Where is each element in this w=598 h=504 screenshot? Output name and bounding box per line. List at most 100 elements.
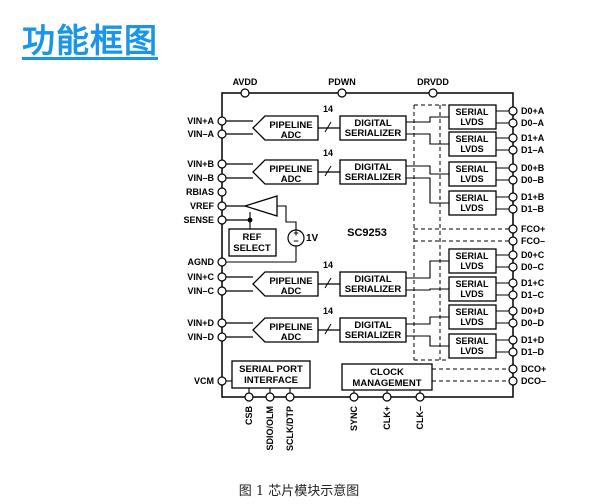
pin-vref	[217, 201, 227, 211]
pin-label-d0-a: D0–A	[521, 118, 545, 128]
pin-avdd	[240, 88, 250, 98]
svg-text:LVDS: LVDS	[460, 117, 483, 127]
svg-text:PIPELINE: PIPELINE	[269, 276, 312, 287]
pin-label-d0-a: D0+A	[521, 106, 545, 116]
svg-text:DIGITAL: DIGITAL	[354, 162, 391, 173]
figure-caption: 图 1 芯片模块示意图	[238, 484, 360, 499]
svg-text:LVDS: LVDS	[460, 289, 483, 299]
pin-agnd	[217, 257, 227, 267]
pin-label-vin-b: VIN–B	[187, 173, 214, 183]
pin-label-d0-b: D0–B	[521, 175, 545, 185]
svg-text:ADC: ADC	[281, 332, 302, 343]
pin-d0-c	[508, 250, 518, 260]
pin-label-d1-d: D1–D	[521, 347, 545, 357]
pin-label-d0-c: D0–C	[521, 262, 545, 272]
pin-dco	[508, 364, 518, 374]
pin-d1-c	[508, 290, 518, 300]
svg-text:14: 14	[323, 260, 333, 270]
pin-sdio-olm	[265, 392, 275, 402]
control-blocks: SERIAL PORT INTERFACE CLOCK MANAGEMENT	[222, 360, 433, 397]
svg-text:SERIALIZER: SERIALIZER	[345, 172, 402, 183]
pin-d1-a	[508, 145, 518, 155]
pin-vin-a	[217, 129, 227, 139]
svg-text:PIPELINE: PIPELINE	[269, 322, 312, 333]
svg-text:SERIAL: SERIAL	[455, 193, 489, 203]
pin-dco	[508, 376, 518, 386]
pin-label-vin-d: VIN–D	[187, 332, 214, 342]
pin-pdwn	[337, 88, 347, 98]
svg-text:SERIAL: SERIAL	[455, 307, 489, 317]
part-number: SC9253	[347, 227, 387, 239]
pin-label-d0-d: D0–D	[521, 318, 545, 328]
pin-d1-d	[508, 335, 518, 345]
svg-text:ADC: ADC	[281, 286, 302, 297]
svg-text:DIGITAL: DIGITAL	[354, 320, 391, 331]
ser-a-line2: SERIALIZER	[345, 128, 402, 139]
pin-label-d1-b: D1–B	[521, 204, 545, 214]
pin-label-vcm: VCM	[194, 376, 214, 386]
pin-vin-c	[217, 272, 227, 282]
pin-vin-d	[217, 332, 227, 342]
serial-port-line1: SERIAL PORT	[239, 364, 303, 375]
pin-label-rbias: RBIAS	[186, 187, 214, 197]
pin-fco	[508, 236, 518, 246]
svg-text:SERIAL: SERIAL	[455, 107, 489, 117]
pin-d1-b	[508, 192, 518, 202]
svg-text:SERIAL: SERIAL	[455, 336, 489, 346]
pin-d0-c	[508, 262, 518, 272]
pin-vin-d	[217, 318, 227, 328]
clock-mgmt-line1: CLOCK	[370, 367, 404, 378]
pin-d0-a	[508, 118, 518, 128]
channel-b: PIPELINE ADC DIGITAL SERIALIZER 14	[222, 148, 407, 185]
pin-d1-c	[508, 278, 518, 288]
svg-text:14: 14	[323, 306, 333, 316]
svg-text:SERIAL: SERIAL	[455, 251, 489, 261]
ref-select-line2: SELECT	[233, 243, 271, 254]
pin-sync	[349, 392, 359, 402]
pin-drvdd	[428, 88, 438, 98]
pin-label-pdwn: PDWN	[328, 77, 356, 87]
svg-text:SERIAL: SERIAL	[455, 134, 489, 144]
pin-label-sync: SYNC	[349, 406, 359, 432]
lvds-blocks: SERIAL LVDS SERIAL LVDS SERIAL LVDS SERI…	[448, 104, 497, 359]
reference-section: REF SELECT + − 1V SC9253	[222, 195, 387, 263]
pin-label-d1-a: D1–A	[521, 145, 545, 155]
svg-text:LVDS: LVDS	[460, 174, 483, 184]
pin-label-d0-d: D0+D	[521, 306, 545, 316]
pin-d0-b	[508, 163, 518, 173]
svg-text:LVDS: LVDS	[460, 203, 483, 213]
svg-text:SERIAL: SERIAL	[455, 164, 489, 174]
pin-label-vin-a: VIN–A	[187, 129, 214, 139]
svg-text:SERIAL: SERIAL	[455, 279, 489, 289]
pin-sclk-dtp	[285, 392, 295, 402]
svg-text:+: +	[293, 228, 298, 238]
pin-label-dco: DCO–	[521, 376, 546, 386]
pin-clk	[415, 392, 425, 402]
pin-label-d0-c: D0+C	[521, 250, 545, 260]
pin-label-fco: FCO–	[521, 236, 545, 246]
pin-sense	[217, 215, 227, 225]
clock-mgmt-line2: MANAGEMENT	[352, 378, 421, 389]
ser-a-line1: DIGITAL	[354, 118, 391, 129]
pin-label-vin-c: VIN+C	[187, 272, 214, 282]
serial-port-line2: INTERFACE	[244, 375, 298, 386]
pin-label-avdd: AVDD	[233, 77, 258, 87]
pin-label-sense: SENSE	[183, 215, 214, 225]
pin-label-fco: FCO+	[521, 224, 545, 234]
adc-a-line2: ADC	[281, 130, 302, 141]
adc-a-line1: PIPELINE	[269, 120, 312, 131]
pin-label-d1-b: D1+B	[521, 192, 545, 202]
svg-text:LVDS: LVDS	[460, 317, 483, 327]
channel-a: PIPELINE ADC DIGITAL SERIALIZER 14	[222, 104, 407, 141]
pin-label-d1-c: D1+C	[521, 278, 545, 288]
pin-label-d0-b: D0+B	[521, 163, 545, 173]
pin-label-d1-d: D1+D	[521, 335, 545, 345]
pin-vin-c	[217, 286, 227, 296]
pin-rbias	[217, 187, 227, 197]
pin-label-vin-c: VIN–C	[187, 286, 214, 296]
section-heading: 功能框图	[22, 21, 158, 60]
svg-text:LVDS: LVDS	[460, 346, 483, 356]
pin-label-clk: CLK+	[382, 406, 392, 430]
pin-d0-d	[508, 318, 518, 328]
